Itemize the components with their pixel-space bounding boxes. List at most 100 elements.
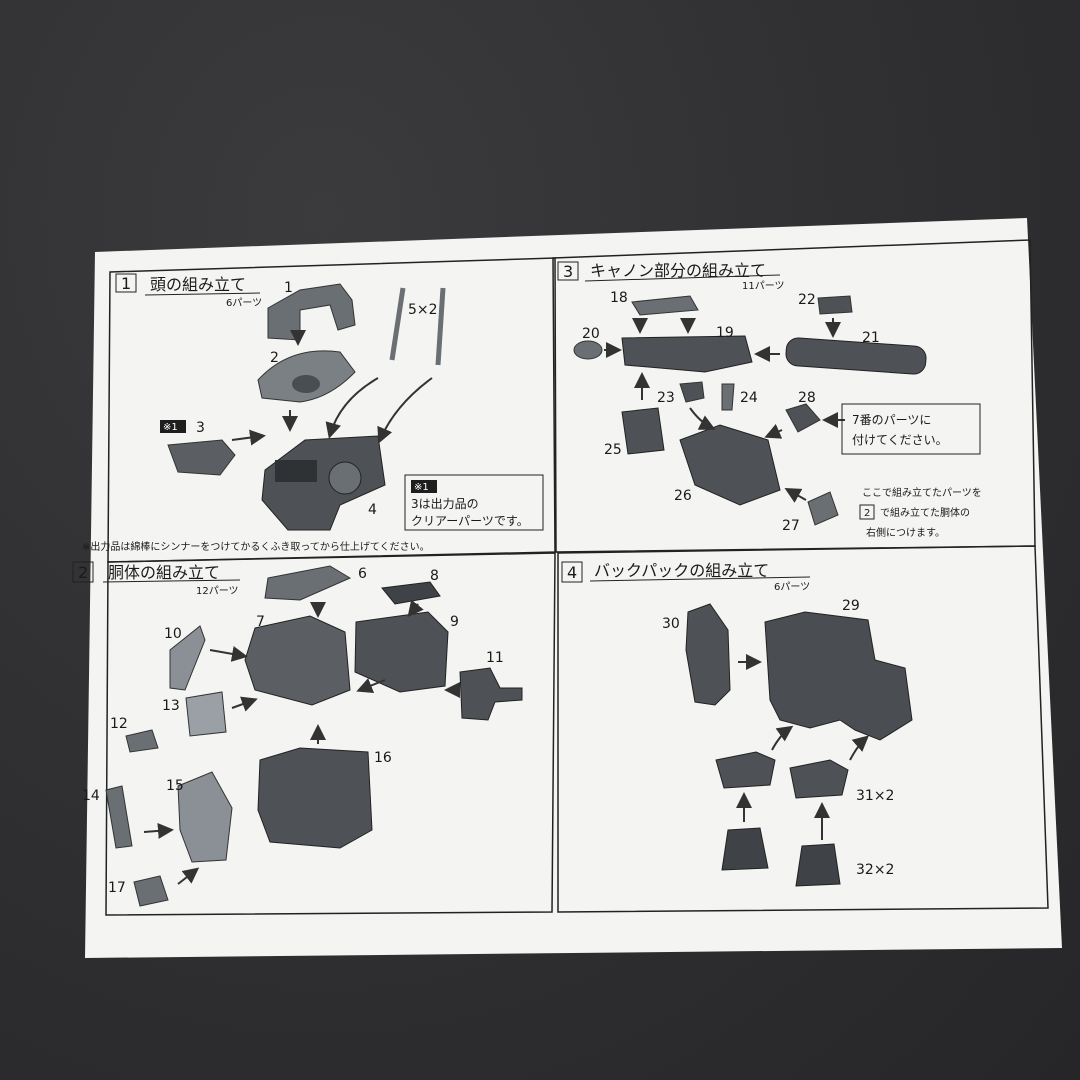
part-label: 6 xyxy=(358,566,367,582)
part-label: 18 xyxy=(610,290,628,306)
panel-title: キャノン部分の組み立て xyxy=(590,261,766,280)
parts-count: 6パーツ xyxy=(774,581,810,593)
arrow xyxy=(771,725,794,751)
part-11-shape xyxy=(459,667,523,721)
callout-line: 7番のパーツに xyxy=(852,413,931,427)
part-label: 3 xyxy=(196,420,205,436)
parts-count: 6パーツ xyxy=(226,297,262,309)
panel-header-2: 2 胴体の組み立て 12パーツ xyxy=(72,561,241,597)
notice-badge-text: ※1 xyxy=(414,482,429,493)
notice-badge xyxy=(411,480,437,493)
arrow xyxy=(209,646,248,662)
part-label: 16 xyxy=(374,750,392,766)
part-1-shape xyxy=(267,283,356,341)
part-2-detail xyxy=(292,375,320,393)
part-label: 10 xyxy=(164,626,182,642)
clear-part-badge xyxy=(160,420,186,433)
panel-frame-4 xyxy=(557,545,1049,913)
part-label: 9 xyxy=(450,614,459,630)
part-25-shape xyxy=(621,407,665,455)
part-label: 32×2 xyxy=(856,862,894,878)
panel-header-4: 4 バックパックの組み立て 6パーツ xyxy=(561,561,810,593)
arrow xyxy=(143,822,174,839)
part-label: 5×2 xyxy=(408,302,438,318)
part-label: 8 xyxy=(430,568,439,584)
part-10-shape xyxy=(169,625,206,691)
parts-count: 12パーツ xyxy=(196,585,239,597)
part-7-shape xyxy=(244,615,351,706)
part-label: 25 xyxy=(604,442,622,458)
arrow xyxy=(407,599,424,618)
clear-part-notice xyxy=(404,474,544,531)
panel-3-diagram: 18 19 20 21 22 23 24 25 26 27 28 7番のパーツに… xyxy=(573,290,982,539)
arrow xyxy=(377,377,433,444)
part-15-shape xyxy=(177,771,233,863)
part-label: 12 xyxy=(110,716,128,732)
part-label: 14 xyxy=(82,788,100,804)
part-32-shape-a xyxy=(721,827,769,871)
part-32-shape-b xyxy=(795,843,841,887)
part-5-rod-a xyxy=(389,287,406,361)
part-13-shape xyxy=(185,691,227,737)
footnote: ※出力品は綿棒にシンナーをつけてかるくふき取ってから仕上げてください。 xyxy=(82,540,430,553)
part-label: 26 xyxy=(674,488,692,504)
part-24-shape xyxy=(721,383,735,411)
panel-number: 3 xyxy=(563,262,573,281)
callout-line: 付けてください。 xyxy=(852,433,948,447)
note-step-number: 2 xyxy=(864,508,870,519)
part-6-shape xyxy=(264,565,352,601)
panel-number: 1 xyxy=(121,274,131,293)
part-label: 31×2 xyxy=(856,788,894,804)
part-20-shape xyxy=(573,340,603,360)
part-label: 21 xyxy=(862,330,880,346)
panel-1-diagram: 1 2 ※1 3 4 5×2 ※1 3は出力品の クリアーパーツです。 ※出力品… xyxy=(82,280,544,553)
arrow xyxy=(784,488,807,503)
arrow xyxy=(849,735,870,761)
assembly-note: ここで組み立てたパーツを xyxy=(862,486,982,499)
part-5-rod-b xyxy=(435,287,446,366)
part-label: 15 xyxy=(166,778,184,794)
part-label: 29 xyxy=(842,598,860,614)
assembly-note: 右側につけます。 xyxy=(866,526,945,539)
arrow xyxy=(325,377,379,439)
part-29-shape xyxy=(764,611,913,741)
panel-title: 頭の組み立て xyxy=(150,275,246,294)
part-23-shape xyxy=(679,381,705,403)
part-21-shape xyxy=(785,337,927,375)
part-28-shape xyxy=(785,403,821,433)
assembly-note: で組み立てた胴体の xyxy=(880,506,970,519)
part-label: 20 xyxy=(582,326,600,342)
arrow xyxy=(764,423,783,439)
part-label: 17 xyxy=(108,880,126,896)
part-14-shape xyxy=(105,785,133,849)
panel-frame-2 xyxy=(105,552,556,916)
clear-part-badge-text: ※1 xyxy=(163,422,178,433)
panel-header-1: 1 頭の組み立て 6パーツ xyxy=(115,273,262,309)
part-label: 13 xyxy=(162,698,180,714)
part-4-round xyxy=(328,461,362,495)
parts-count: 11パーツ xyxy=(742,280,785,292)
panel-title: 胴体の組み立て xyxy=(108,563,220,582)
part-8-shape xyxy=(381,581,441,605)
part-label: 28 xyxy=(798,390,816,406)
part-label: 1 xyxy=(284,280,293,296)
part-label: 2 xyxy=(270,350,279,366)
notice-line: クリアーパーツです。 xyxy=(411,514,529,528)
panel-header-3: 3 キャノン部分の組み立て 11パーツ xyxy=(557,261,785,292)
arrow xyxy=(177,867,200,885)
part-label: 11 xyxy=(486,650,504,666)
notice-line: 3は出力品の xyxy=(411,497,479,511)
part-3-shape xyxy=(167,439,236,476)
part-label: 24 xyxy=(740,390,758,406)
part-18-shape xyxy=(631,295,699,316)
callout-box xyxy=(841,403,981,455)
panel-2-diagram: 6 7 8 9 10 11 12 13 14 15 16 17 xyxy=(82,565,523,907)
part-label: 7 xyxy=(256,614,265,630)
part-22-shape xyxy=(817,295,853,315)
arrow xyxy=(689,407,716,430)
note-step-box xyxy=(859,504,875,520)
part-31-shape-a xyxy=(715,751,776,789)
part-19-shape xyxy=(621,335,753,373)
panel-4-diagram: 29 30 31×2 32×2 xyxy=(662,598,913,887)
